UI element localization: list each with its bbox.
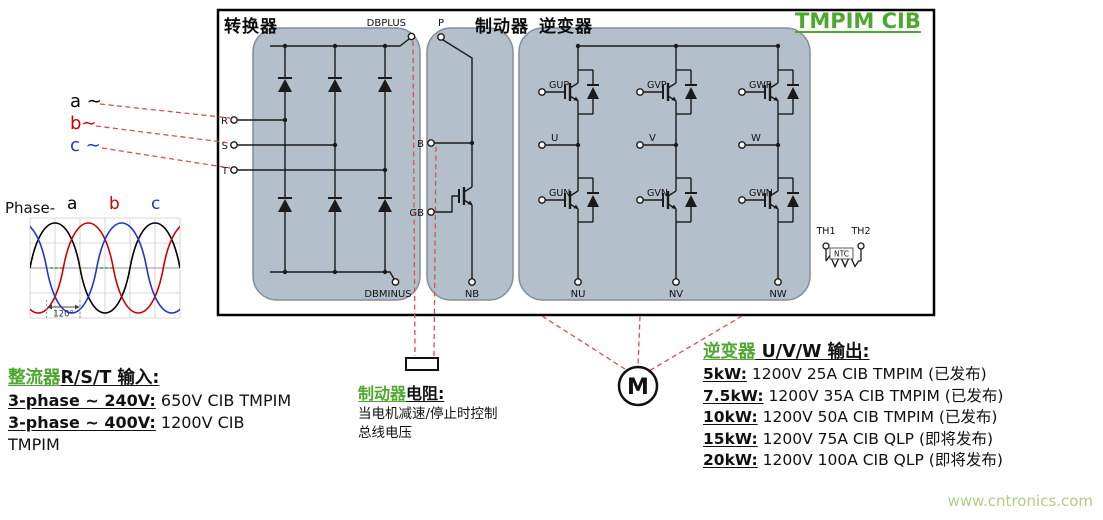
phase-waveform-chart: 120° (29, 217, 181, 320)
converter-terminals (230, 32, 416, 286)
waveform-legend-a: a (67, 194, 78, 214)
phase-a-label: a ∼ (70, 91, 102, 112)
inverter-option-row: 20kW: 1200V 100A CIB QLP (即将发布) (703, 451, 1003, 469)
brake-circuit (434, 39, 473, 279)
inverter-option-row: 5kW: 1200V 25A CIB TMPIM (已发布) (703, 365, 987, 383)
pin-label-p: P (438, 18, 444, 29)
inverter-option-row: 7.5kW: 1200V 35A CIB TMPIM (已发布) (703, 386, 1004, 405)
pin-label-t: T (221, 166, 229, 177)
watermark: www.cntronics.com (947, 492, 1093, 510)
pin-label-th1: TH1 (816, 226, 836, 237)
pin-label-nb: NB (465, 289, 479, 300)
pin-label-s: S (222, 141, 228, 152)
brake-resistor-lead-1 (412, 40, 416, 357)
pin-label-gup: GUP (549, 80, 569, 91)
converter-junctions (282, 43, 388, 275)
waveform-legend-b: b (109, 194, 120, 214)
pin-label-gvp: GVP (647, 80, 667, 91)
rectifier-note-row-240: 3-phase ~ 240V: 650V CIB TMPIM (8, 391, 292, 410)
phase-b-lead (95, 125, 231, 144)
rectifier-note: 整流器R/S/T 输入: 3-phase ~ 240V: 650V CIB TM… (8, 366, 353, 456)
pin-label-dbminus: DBMINUS (364, 289, 411, 300)
brake-resistor-lead-2 (433, 146, 437, 357)
wave-a (30, 222, 180, 314)
pin-label-gb: GB (409, 208, 424, 219)
inverter-option-row: 10kW: 1200V 50A CIB TMPIM (已发布) (703, 408, 998, 426)
inverter-terminals (538, 88, 782, 286)
phase-a-lead (99, 103, 231, 119)
phase-b-label: b∼ (70, 113, 97, 134)
pin-label-dbplus: DBPLUS (367, 18, 406, 29)
ntc-sensor: NTC TH1 TH2 (816, 226, 871, 269)
motor-lead-w (648, 315, 743, 372)
ntc-label: NTC (834, 250, 849, 259)
pin-label-b: B (417, 139, 424, 150)
module-title: TMPIM CIB (795, 9, 921, 33)
pin-label-nv: NV (669, 289, 683, 300)
brake-resistor-symbol (405, 357, 439, 371)
pin-label-th2: TH2 (851, 226, 871, 237)
brake-terminals (427, 33, 476, 286)
section-title-brake: 制动器 (475, 17, 529, 37)
phase-c-label: c ∼ (70, 135, 101, 156)
pin-label-u: U (551, 133, 558, 144)
pin-label-gwn: GWN (749, 188, 773, 199)
rectifier-note-row-400: 3-phase ~ 400V: 1200V CIB (8, 413, 245, 432)
brake-note-line1: 当电机减速/停止时控制 (358, 406, 498, 422)
motor-symbol: M (617, 365, 659, 407)
motor-lead-u (541, 315, 629, 372)
section-title-converter: 转换器 (224, 17, 278, 37)
inverter-junctions (575, 43, 781, 148)
brake-note-line2: 总线电压 (358, 425, 412, 441)
waveform-caption: Phase- (5, 199, 56, 217)
brake-junction (469, 140, 475, 146)
section-title-inverter: 逆变器 (539, 17, 593, 37)
phase-c-lead (101, 147, 231, 169)
inverter-note-title: 逆变器 U/V/W 输出: (703, 342, 870, 362)
wave-c (30, 222, 180, 314)
inverter-note: 逆变器 U/V/W 输出: 5kW: 1200V 25A CIB TMPIM (… (703, 340, 1101, 472)
motor-lead-v (637, 315, 641, 367)
motor-label: M (627, 375, 649, 400)
converter-block (252, 27, 421, 301)
inverter-option-row: 15kW: 1200V 75A CIB QLP (即将发布) (703, 429, 994, 448)
pin-label-gun: GUN (549, 188, 570, 199)
wave-b (30, 222, 180, 314)
annotation-lines (95, 40, 743, 372)
inverter-block (518, 27, 811, 301)
pin-label-gvn: GVN (647, 188, 668, 199)
pin-label-v: V (649, 133, 656, 144)
rectifier-note-title: 整流器R/S/T 输入: (8, 368, 160, 388)
rectifier-note-row-wrap: TMPIM (8, 435, 60, 454)
pin-label-gwp: GWP (749, 80, 772, 91)
brake-note-title: 制动器电阻: (358, 384, 445, 403)
pin-label-nu: NU (571, 289, 586, 300)
brake-note: 制动器电阻: 当电机减速/停止时控制 总线电压 (358, 383, 568, 443)
pin-label-w: W (751, 133, 761, 144)
angle-120-label: 120° (53, 310, 73, 320)
brake-block (426, 27, 514, 301)
waveform-legend-c: c (151, 194, 161, 214)
pin-label-nw: NW (769, 289, 786, 300)
pin-label-r: R (221, 116, 228, 127)
